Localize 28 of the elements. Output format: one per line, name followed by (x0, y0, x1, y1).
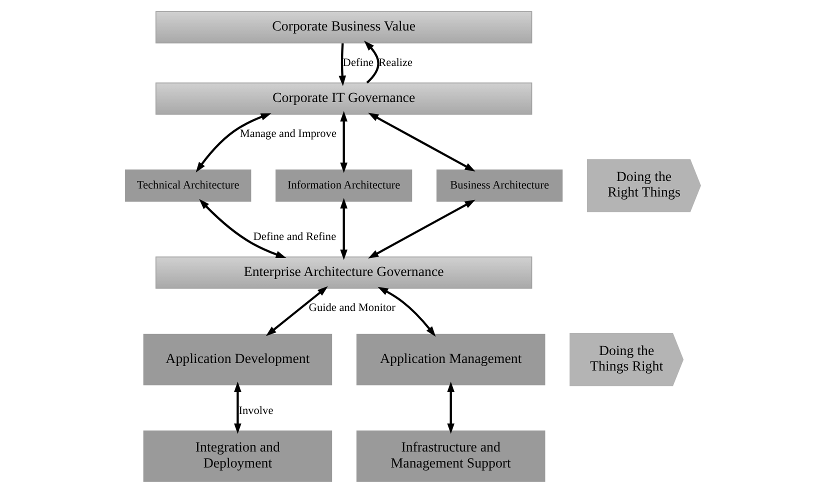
arrow (195, 113, 271, 172)
arrow (198, 199, 286, 258)
arrow (364, 40, 379, 84)
arrow (340, 198, 347, 260)
arrow (446, 382, 454, 434)
node-box: Corporate IT Governance (155, 82, 532, 115)
edge-label: Involve (238, 404, 273, 417)
edge-label: Guide and Monitor (308, 302, 395, 314)
edge-label: Realize (378, 56, 412, 69)
node-box: Information Architecture (275, 170, 412, 202)
arrow (377, 286, 436, 337)
node-box: Infrastructure and Management Support (356, 430, 545, 482)
node-box: Corporate Business Value (155, 11, 532, 44)
arrow (338, 43, 346, 86)
edge-label: Define and Refine (252, 230, 336, 243)
node-box: Integration and Deployment (142, 430, 332, 482)
node-box: Enterprise Architecture Governance (155, 256, 532, 289)
arrow (368, 200, 475, 258)
node-box: Application Management (356, 334, 545, 386)
arrow (340, 111, 347, 174)
arrow (265, 286, 328, 336)
node-box: Application Development (142, 334, 332, 386)
edge-label: Manage and Improve (239, 128, 336, 140)
arrow (234, 382, 241, 434)
node-box: Business Architecture (436, 170, 562, 202)
edge-label: Define (342, 56, 374, 69)
arrow (368, 112, 475, 172)
node-box: Technical Architecture (124, 170, 251, 202)
